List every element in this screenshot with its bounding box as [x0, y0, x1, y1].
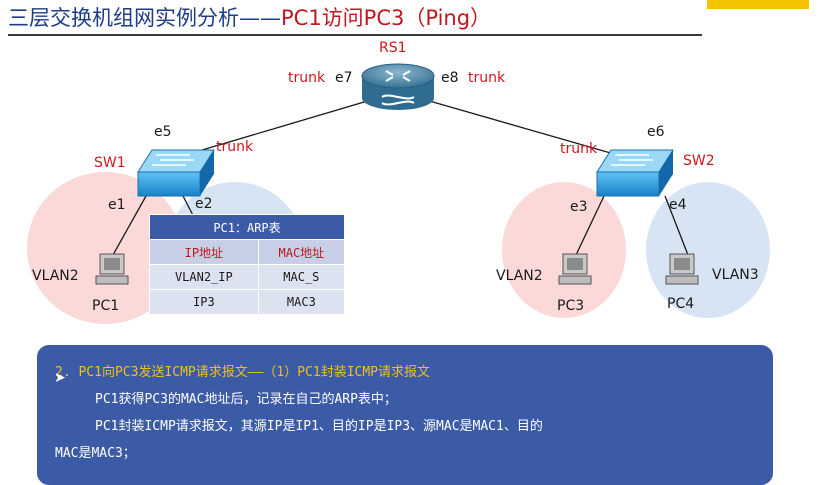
port-label-e4: e4 — [669, 197, 687, 213]
arp-header-ip: IP地址 — [149, 239, 259, 265]
port-label-e2: e2 — [195, 196, 213, 212]
arp-cell: IP3 — [149, 289, 259, 315]
corner-decoration — [707, 0, 809, 9]
mouse-cursor-icon: ➤ — [54, 370, 66, 386]
title-divider — [8, 34, 702, 36]
switch-icon — [596, 149, 674, 197]
page-title: 三层交换机组网实例分析——PC1访问PC3（Ping） — [8, 2, 491, 32]
pc1-label: PC1 — [92, 298, 120, 314]
arp-table-title: PC1：ARP表 — [149, 214, 345, 240]
link-rs1-sw2 — [397, 91, 629, 159]
link-sw1-pc1 — [112, 195, 147, 256]
pc-icon — [558, 253, 592, 285]
vlan3-area-right — [646, 182, 770, 318]
switch2-label: SW2 — [683, 153, 715, 169]
switch1-label: SW1 — [94, 155, 126, 171]
arp-cell: MAC3 — [257, 289, 346, 315]
explanation-panel: 2. PC1向PC3发送ICMP请求报文——（1）PC1封装ICMP请求报文 P… — [37, 345, 773, 485]
port-label-e3: e3 — [570, 199, 588, 215]
port-label-e7: e7 — [335, 70, 353, 86]
vlan-label: VLAN3 — [712, 267, 759, 283]
pc3-label: PC3 — [557, 298, 585, 314]
table-row: IP3 MAC3 — [149, 289, 346, 315]
vlan2-area-left — [27, 172, 183, 324]
port-label-e1: e1 — [108, 197, 126, 213]
pc-icon — [665, 253, 699, 285]
step-heading: 2. PC1向PC3发送ICMP请求报文——（1）PC1封装ICMP请求报文 — [55, 365, 431, 380]
vlan-label: VLAN2 — [496, 268, 543, 284]
trunk-label: trunk — [560, 141, 598, 157]
step-text-line: MAC是MAC3； — [55, 446, 136, 461]
table-row: VLAN2_IP MAC_S — [149, 264, 346, 290]
pc4-label: PC4 — [667, 296, 695, 312]
title-highlight: PC1访问PC3（Ping） — [281, 6, 492, 30]
step-text-line: PC1获得PC3的MAC地址后，记录在自己的ARP表中； — [95, 392, 397, 407]
arp-header-mac: MAC地址 — [257, 239, 346, 265]
trunk-label: trunk — [468, 70, 506, 86]
step-text-line: PC1封装ICMP请求报文，其源IP是IP1、目的IP是IP3、源MAC是MAC… — [95, 419, 543, 434]
link-sw2-pc4 — [664, 195, 689, 256]
link-sw2-pc3 — [575, 195, 605, 256]
port-label-e6: e6 — [647, 124, 665, 140]
router-icon — [361, 63, 435, 110]
switch-icon — [137, 149, 215, 197]
arp-table: PC1：ARP表 IP地址 MAC地址 VLAN2_IP MAC_S IP3 M… — [149, 214, 346, 315]
pc-icon — [95, 253, 129, 285]
router-label: RS1 — [379, 40, 407, 56]
vlan-label: VLAN2 — [32, 268, 79, 284]
trunk-label: trunk — [288, 70, 326, 86]
port-label-e8: e8 — [441, 70, 459, 86]
link-rs1-sw1 — [174, 91, 399, 159]
port-label-e5: e5 — [154, 124, 172, 140]
trunk-label: trunk — [216, 139, 254, 155]
arp-cell: MAC_S — [257, 264, 346, 290]
title-main: 三层交换机组网实例分析—— — [8, 6, 281, 30]
arp-cell: VLAN2_IP — [149, 264, 259, 290]
